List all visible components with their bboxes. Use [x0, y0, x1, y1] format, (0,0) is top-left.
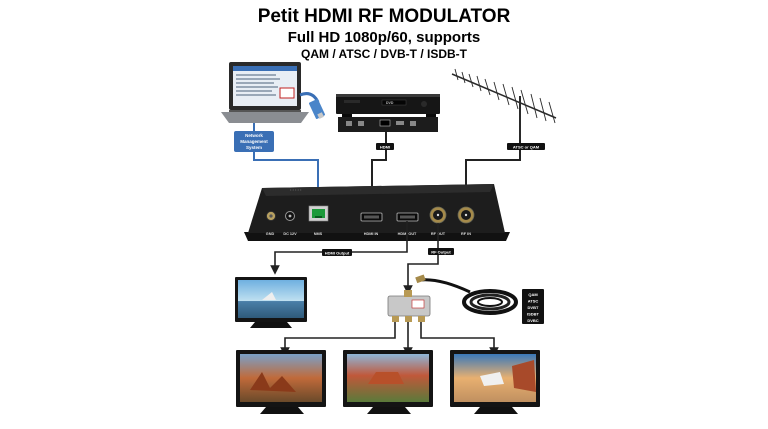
title: Petit HDMI RF MODULATOR [257, 6, 511, 27]
standard-isdbt: ISDBT [527, 312, 540, 317]
dc-label: DC 12V [283, 232, 297, 236]
rf-modulator-device: • • • • • GND DC 12V NMS HDMI IN [244, 184, 510, 241]
nms-ethernet-port: NMS [308, 205, 329, 236]
rf-out-connector: RF OUT [429, 206, 447, 236]
network-management-label: Network Management System [234, 131, 274, 152]
svg-text:RF Output: RF Output [431, 250, 451, 255]
rf-splitter [387, 290, 431, 322]
standards-badge: QAM ATSC DVBT ISDBT DVBC [522, 289, 544, 324]
ethernet-plug-icon [299, 92, 326, 119]
antenna-cable-label: ATSC or QAM [507, 143, 545, 150]
hdmi-in-port: HDMI IN [360, 212, 383, 236]
hdmi-in-label: HDMI IN [364, 232, 379, 236]
subtitle: Full HD 1080p/60, supports [287, 29, 481, 46]
antenna-icon [451, 68, 557, 140]
gnd-terminal: GND [266, 211, 276, 236]
network-cable [253, 123, 319, 205]
laptop [221, 62, 309, 123]
cable-to-tv-2 [280, 322, 396, 357]
nms-label: NMS [314, 232, 323, 236]
tv-rf-1 [236, 350, 326, 414]
svg-text:DVD: DVD [386, 101, 394, 105]
standard-qam: QAM [528, 292, 538, 297]
standard-dvbc: DVBC [527, 318, 538, 323]
hdmi-cable-label: HDMI [376, 143, 394, 150]
network-label-line-1: Network [245, 133, 263, 138]
coax-cable-coil [415, 274, 518, 315]
hdmi-output-cable [275, 221, 408, 270]
dc-power-port: DC 12V [283, 211, 297, 236]
formats-line: QAM / ATSC / DVB-T / ISDB-T [301, 47, 467, 61]
tv-rf-3 [450, 350, 540, 414]
svg-text:ATSC or QAM: ATSC or QAM [513, 145, 540, 150]
media-player: DVD [336, 94, 440, 132]
gnd-label: GND [266, 232, 275, 236]
network-label-line-2: Management [240, 139, 268, 144]
rf-in-label: RF IN [461, 232, 471, 236]
standard-dvbt: DVBT [528, 305, 539, 310]
tv-hdmi-output [235, 277, 307, 328]
rf-output-label: RF Output [428, 248, 454, 255]
rf-output-cable [408, 223, 439, 290]
rf-in-connector: RF IN [457, 206, 475, 236]
tv-rf-2 [343, 350, 433, 414]
laptop-keyboard-base [221, 112, 309, 123]
standard-atsc: ATSC [528, 299, 539, 304]
network-label-line-3: System [246, 145, 262, 150]
svg-text:HDMI Output: HDMI Output [325, 251, 350, 256]
hdmi-output-label: HDMI Output [322, 249, 352, 256]
antenna-cable [465, 140, 521, 208]
cable-to-tv-4 [420, 322, 499, 357]
svg-text:• • • • •: • • • • • [290, 187, 302, 192]
svg-text:HDMI: HDMI [380, 145, 390, 150]
